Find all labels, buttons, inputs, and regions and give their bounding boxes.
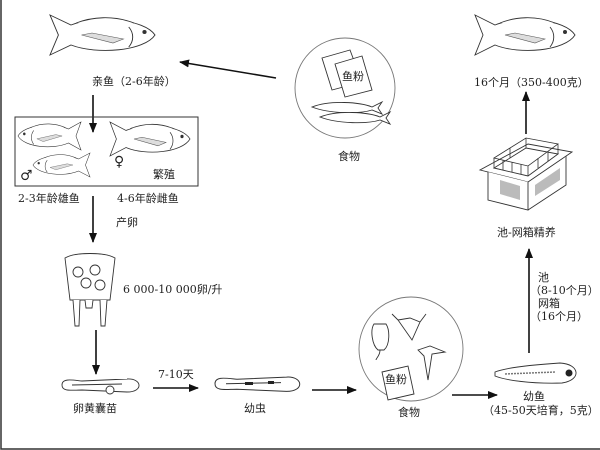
juvenile-label: 幼鱼 [523, 389, 545, 403]
cage-label: 网箱 [538, 296, 560, 310]
artemia-icon [417, 345, 447, 381]
male-fish-drawing-2 [32, 152, 91, 178]
food-label-larval: 食物 [398, 405, 420, 419]
copepod-icon [391, 313, 427, 341]
yolk-larva-label: 卵黄囊苗 [73, 401, 117, 415]
small-fish-icon [310, 100, 384, 115]
fishmeal-label-2: 鱼粉 [385, 372, 407, 386]
breeding-box [14, 116, 199, 187]
egg-density-label: 6 000-10 000卵/升 [123, 283, 222, 296]
spawning-label: 产卵 [116, 215, 138, 229]
incubator-drawing [64, 253, 116, 327]
male-label: 2-3年龄雄鱼 [18, 191, 80, 205]
breeding-label: 繁殖 [153, 167, 175, 181]
juvenile-fish-drawing [494, 362, 577, 384]
days-label: 7-10天 [158, 368, 194, 381]
male-fish-drawing [17, 121, 82, 151]
broodstock-label: 亲鱼（2-6年龄） [92, 74, 176, 88]
female-fish-drawing [109, 121, 191, 157]
female-symbol: ♀ [114, 154, 124, 170]
rotifer-icon [371, 323, 390, 361]
cage-time-label: （16个月） [530, 310, 588, 323]
fishmeal-label: 鱼粉 [342, 69, 364, 83]
net-cage-drawing [478, 137, 574, 211]
male-symbol: ♂ [20, 168, 33, 184]
yolk-larva-drawing [61, 378, 140, 393]
pond-label: 池 [538, 271, 549, 284]
arrow-food-to-broodstock [179, 59, 277, 79]
larva-label: 幼虫 [244, 402, 266, 415]
market-fish-drawing [474, 14, 576, 56]
market-size-label: 16个月（350-400克） [474, 76, 589, 89]
female-label: 4-6年龄雌鱼 [117, 191, 179, 205]
larva-drawing [214, 376, 301, 392]
pond-time-label: （8-10个月） [530, 284, 599, 297]
broodstock-fish-drawing [49, 14, 156, 56]
fishmeal-bag-icon-2 [381, 365, 415, 401]
food-label-adult: 食物 [338, 149, 360, 163]
juvenile-detail-label: （45-50天培育，5克） [483, 403, 599, 417]
grow-out-label: 池-网箱精养 [497, 225, 556, 239]
